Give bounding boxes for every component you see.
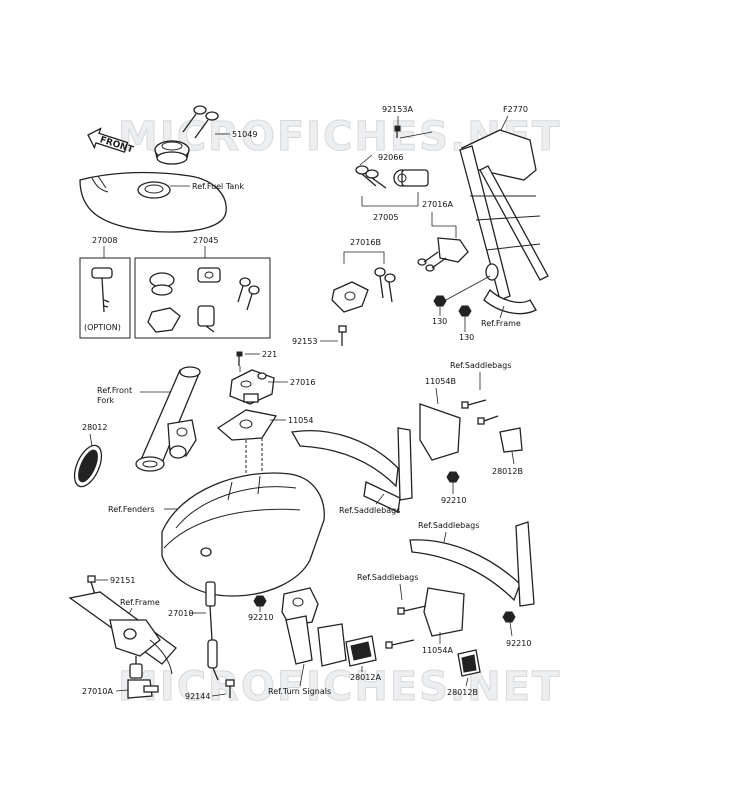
label-130-a: 130	[432, 317, 447, 326]
nut-icon-1	[433, 295, 447, 307]
frame-top-icon	[459, 129, 549, 315]
reflector-oval-icon	[73, 444, 103, 488]
bracket-keys-icon	[417, 237, 469, 272]
saddlebag-bracket-lower-icon	[409, 521, 535, 637]
label-ref-turn-signals: Ref.Turn Signals	[268, 687, 331, 696]
label-ref-saddlebags-4: Ref.Saddlebags	[357, 573, 418, 582]
key-pair-icon	[182, 105, 219, 139]
reflector-square-icon-top	[499, 427, 523, 453]
fuel-cap-icon	[154, 140, 190, 165]
key-icon	[91, 267, 113, 313]
nut-92210-left-icon	[253, 595, 267, 607]
label-ref-saddlebags-2: Ref.Saddlebags	[339, 506, 400, 515]
label-221: 221	[262, 350, 277, 359]
reflector-square-icon-bottom	[457, 649, 481, 677]
ignition-lock-icon	[393, 169, 429, 187]
label-27008: 27008	[92, 236, 117, 245]
label-ref-fuel-tank: Ref.Fuel Tank	[192, 182, 244, 191]
label-ref-frame-bottom: Ref.Frame	[120, 598, 160, 607]
switch-27010-icon	[205, 581, 219, 681]
label-28012B-bottom: 28012B	[447, 688, 478, 697]
label-27016B: 27016B	[350, 238, 381, 247]
nut-92210-right-icon	[502, 611, 516, 623]
label-option: (OPTION)	[84, 323, 121, 332]
label-27016A: 27016A	[422, 200, 453, 209]
front-fork-icon	[135, 366, 201, 472]
label-130-b: 130	[459, 333, 474, 342]
label-28012: 28012	[82, 423, 107, 432]
frame-bottom-icon	[68, 591, 177, 675]
screw-icon	[394, 125, 401, 138]
label-27045: 27045	[193, 236, 218, 245]
label-F2770: F2770	[503, 105, 528, 114]
label-28012B-top: 28012B	[492, 467, 523, 476]
lock-27016-icon	[229, 369, 275, 405]
label-ref-saddlebags-3: Ref.Saddlebags	[418, 521, 479, 530]
label-28012A: 28012A	[350, 673, 381, 682]
label-ref-fenders: Ref.Fenders	[108, 505, 155, 514]
bolt-pair-icon	[461, 399, 499, 425]
rear-fender-icon	[161, 472, 325, 597]
bolt-92144-icon	[225, 679, 235, 698]
label-92210-right: 92210	[506, 639, 531, 648]
label-ref-saddlebags-1: Ref.Saddlebags	[450, 361, 511, 370]
label-92144: 92144	[185, 692, 210, 701]
fuel-tank-icon	[79, 171, 227, 233]
lock-set-box	[134, 257, 271, 339]
plate-11054-icon	[216, 409, 278, 441]
lock-bracket-icon	[331, 267, 396, 313]
label-51049: 51049	[232, 130, 257, 139]
turn-signal-bracket-icon	[281, 587, 347, 667]
key-blank-icon	[355, 165, 387, 189]
label-92151: 92151	[110, 576, 135, 585]
label-92210-mid: 92210	[441, 496, 466, 505]
label-27010: 27010	[168, 609, 193, 618]
label-ref-frame-top: Ref.Frame	[481, 319, 521, 328]
label-27005: 27005	[373, 213, 398, 222]
watermark-bottom: MICROFICHES.NET	[118, 664, 561, 710]
reflector-28012A-icon	[345, 635, 377, 667]
label-11054B: 11054B	[425, 377, 456, 386]
label-27016: 27016	[290, 378, 315, 387]
screw-221-icon	[236, 351, 243, 366]
label-92153: 92153	[292, 337, 317, 346]
option-box	[79, 257, 131, 339]
label-92210-left: 92210	[248, 613, 273, 622]
label-11054: 11054	[288, 416, 313, 425]
nut-icon-2	[458, 305, 472, 317]
label-27010A: 27010A	[82, 687, 113, 696]
switch-27010A-icon	[127, 656, 159, 699]
nut-92210-mid-icon	[446, 471, 460, 483]
bolt-lower-icon	[385, 605, 427, 649]
lock-set-icon	[147, 267, 260, 333]
bolt-icon	[338, 325, 347, 346]
label-92066: 92066	[378, 153, 403, 162]
label-92153A: 92153A	[382, 105, 413, 114]
label-11054A: 11054A	[422, 646, 453, 655]
